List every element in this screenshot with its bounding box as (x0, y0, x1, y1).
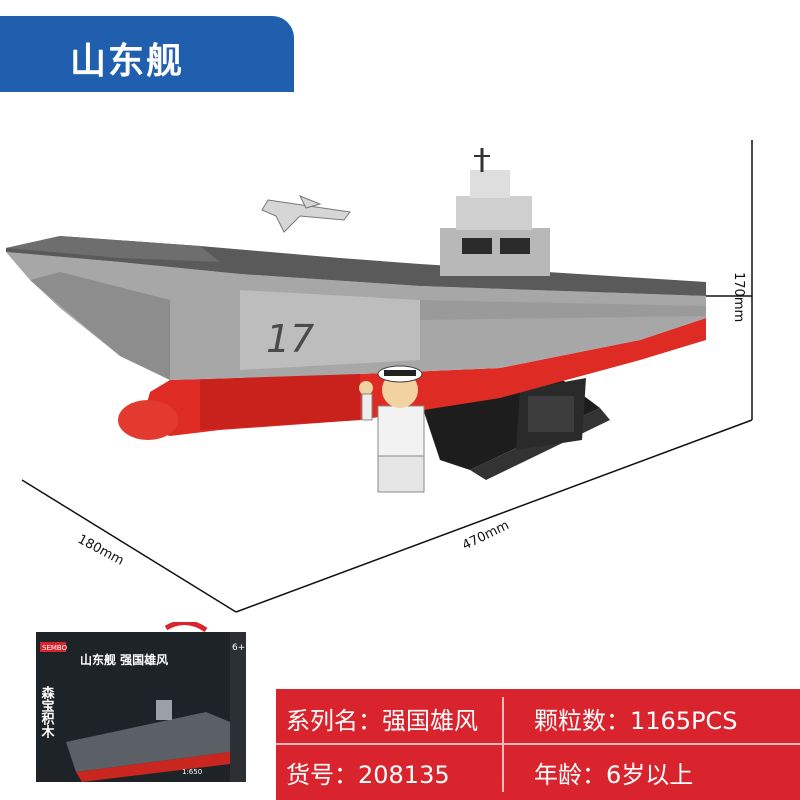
hull-gray (6, 252, 706, 380)
box-vertical-text: 森宝积木 (39, 685, 56, 739)
product-info-bar: 系列名：强国雄风 颗粒数：1165PCS 货号：208135 年龄：6岁以上 (276, 689, 800, 800)
box-brand: SEMBO (42, 644, 68, 652)
island-superstructure (440, 148, 550, 276)
ship-illustration: 17 (6, 140, 753, 613)
hull-number: 17 (266, 317, 314, 361)
height-dimension-label: 170mm (731, 272, 746, 323)
length-dimension-line (235, 419, 753, 613)
title-tab: 山东舰 (0, 16, 294, 92)
info-row-1: 系列名：强国雄风 颗粒数：1165PCS (286, 693, 796, 741)
age-label: 年龄：6岁以上 (534, 761, 694, 789)
flight-deck (6, 236, 706, 296)
box-scale: 1:650 (182, 768, 202, 776)
dimension-lines (21, 140, 753, 613)
sailor-minifigure (359, 365, 425, 493)
depth-dimension-line (21, 479, 237, 613)
product-box: SEMBO 山东舰 强国雄风 6+ 森宝积木 1:650 (36, 622, 246, 782)
box-age-badge: 6+ (232, 643, 245, 653)
pieces-label: 颗粒数：1165PCS (534, 707, 738, 735)
box-series-text: 山东舰 强国雄风 (80, 652, 168, 667)
info-row-2: 货号：208135 年龄：6岁以上 (286, 747, 796, 795)
series-label: 系列名：强国雄风 (286, 707, 478, 735)
horizontal-divider (276, 743, 800, 745)
hull-red (118, 318, 706, 440)
page-title: 山东舰 (70, 41, 185, 82)
sku-label: 货号：208135 (286, 761, 450, 789)
flying-jet (261, 195, 351, 233)
